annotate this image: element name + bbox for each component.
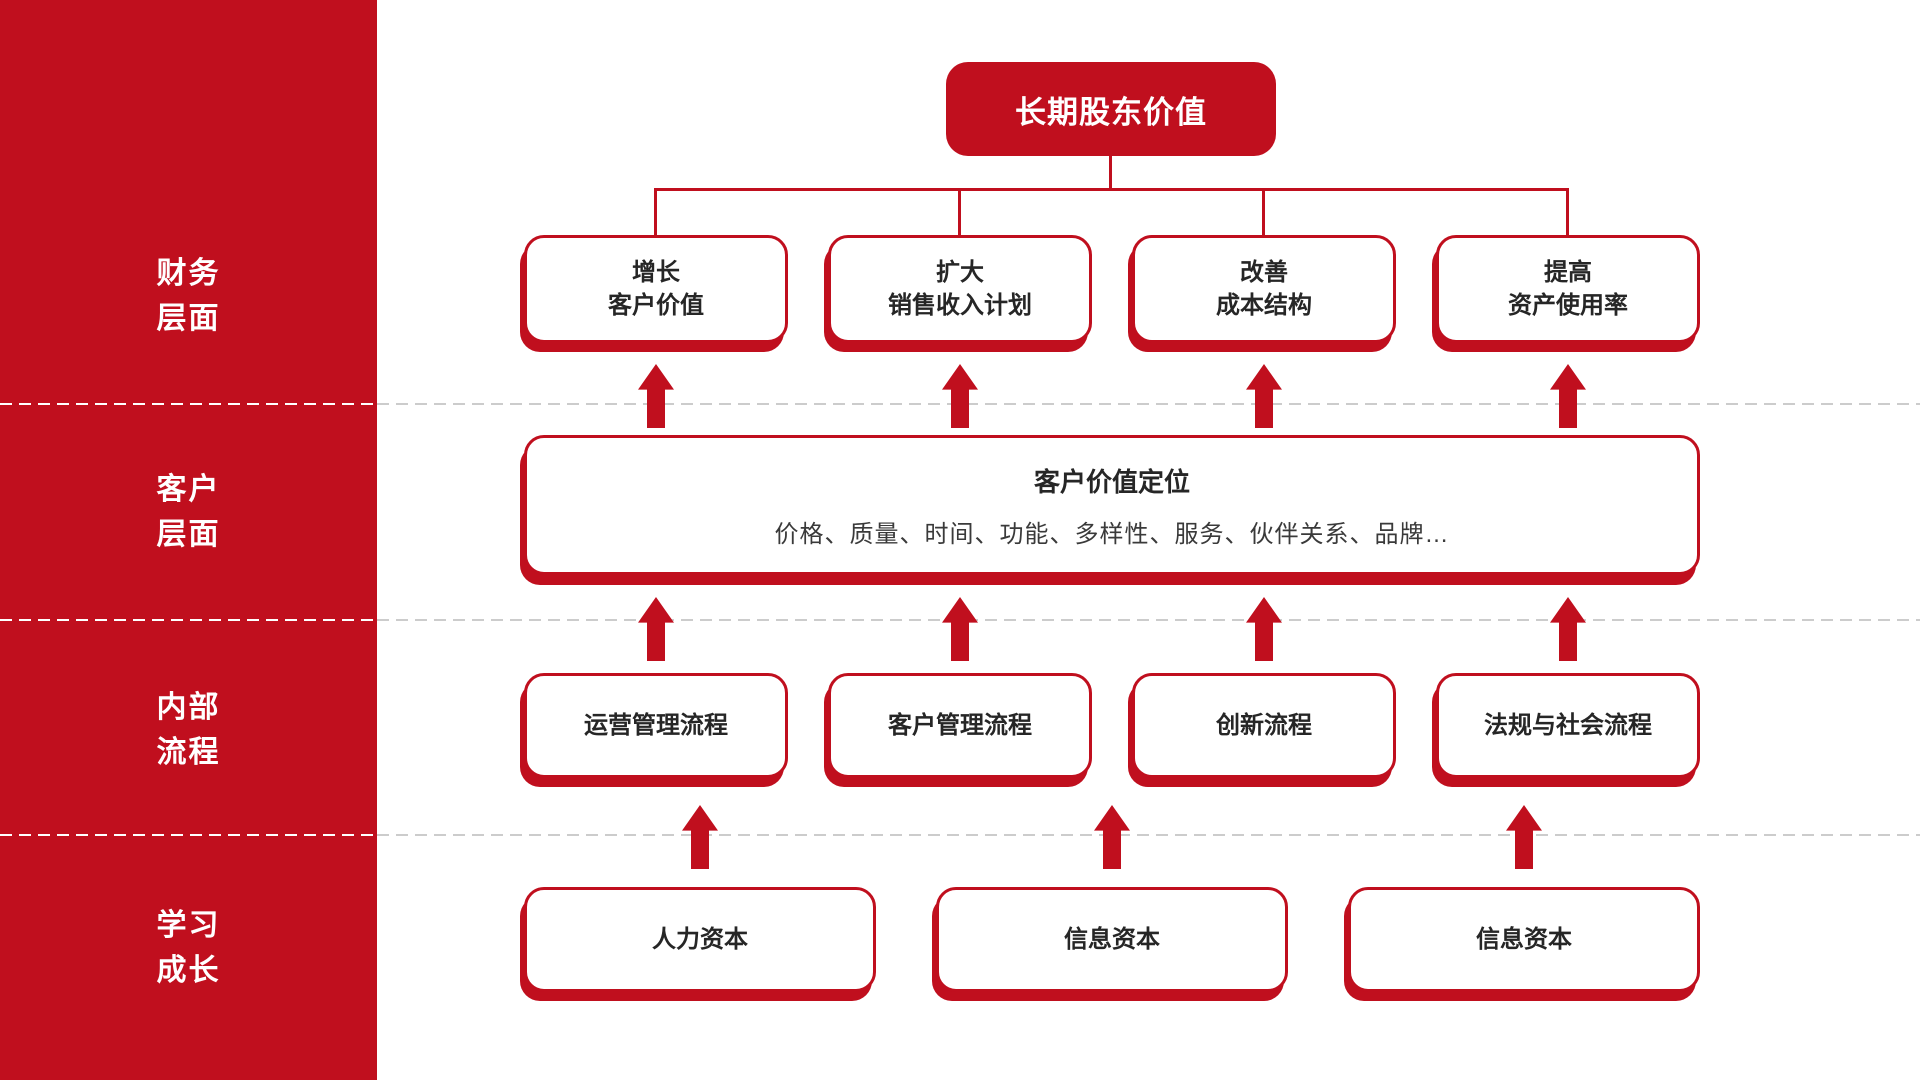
arrow-up-icon — [942, 597, 978, 661]
sidebar-label-learning-line2: 成长 — [156, 954, 221, 987]
node-raise-asset-utilization: 提高 资产使用率 — [1436, 235, 1700, 343]
sidebar-label-internal: 内部 流程 — [0, 685, 377, 775]
node-expand-revenue-plan-line1: 扩大 — [936, 259, 984, 286]
divider-financial-customer-sidebar — [0, 403, 377, 405]
node-grow-customer-value-line1: 增长 — [632, 259, 680, 286]
node-operations-management-process: 运营管理流程 — [524, 673, 788, 778]
sidebar-label-customer-line2: 层面 — [156, 518, 221, 551]
node-improve-cost-structure: 改善 成本结构 — [1132, 235, 1396, 343]
divider-financial-customer — [377, 403, 1920, 405]
arrow-up-icon — [942, 364, 978, 428]
node-customer-management-process: 客户管理流程 — [828, 673, 1092, 778]
divider-customer-internal — [377, 619, 1920, 621]
node-information-capital-2: 信息资本 — [1348, 887, 1700, 992]
node-grow-customer-value: 增长 客户价值 — [524, 235, 788, 343]
node-operations-management-label: 运营管理流程 — [584, 712, 728, 739]
sidebar-label-financial-line1: 财务 — [156, 257, 221, 290]
node-grow-customer-value-line2: 客户价值 — [608, 292, 704, 319]
node-information-capital-1: 信息资本 — [936, 887, 1288, 992]
customer-value-title: 客户价值定位 — [1033, 466, 1190, 497]
node-expand-revenue-plan: 扩大 销售收入计划 — [828, 235, 1092, 343]
sidebar-label-internal-line2: 流程 — [156, 736, 221, 769]
sidebar-label-customer: 客户 层面 — [0, 467, 377, 557]
connector-root-stem — [1109, 154, 1112, 191]
node-innovation-label: 创新流程 — [1216, 712, 1312, 739]
node-customer-value-proposition: 客户价值定位 价格、质量、时间、功能、多样性、服务、伙伴关系、品牌… — [524, 435, 1700, 575]
sidebar-label-learning-line1: 学习 — [156, 909, 221, 942]
node-customer-management-label: 客户管理流程 — [888, 712, 1032, 739]
connector-stub-4 — [1566, 188, 1569, 236]
node-human-capital: 人力资本 — [524, 887, 876, 992]
node-human-capital-label: 人力资本 — [652, 926, 748, 953]
node-regulatory-social-label: 法规与社会流程 — [1484, 712, 1652, 739]
node-innovation-process: 创新流程 — [1132, 673, 1396, 778]
connector-stub-3 — [1262, 188, 1265, 236]
arrow-up-icon — [638, 364, 674, 428]
connector-stub-1 — [654, 188, 657, 236]
sidebar-label-internal-line1: 内部 — [156, 691, 221, 724]
arrow-up-icon — [682, 805, 718, 869]
connector-stub-2 — [958, 188, 961, 236]
arrow-up-icon — [1246, 364, 1282, 428]
node-expand-revenue-plan-line2: 销售收入计划 — [888, 292, 1032, 319]
sidebar-label-learning: 学习 成长 — [0, 903, 377, 993]
root-node-label: 长期股东价值 — [1015, 94, 1207, 130]
root-node-shareholder-value: 长期股东价值 — [946, 62, 1276, 156]
node-improve-cost-structure-line1: 改善 — [1240, 259, 1288, 286]
node-information-capital-1-label: 信息资本 — [1064, 926, 1160, 953]
divider-customer-internal-sidebar — [0, 619, 377, 621]
node-raise-asset-utilization-line1: 提高 — [1544, 259, 1592, 286]
arrow-up-icon — [1094, 805, 1130, 869]
sidebar-label-financial-line2: 层面 — [156, 302, 221, 335]
perspective-sidebar: 财务 层面 客户 层面 内部 流程 学习 成长 — [0, 0, 377, 1080]
node-raise-asset-utilization-line2: 资产使用率 — [1508, 292, 1628, 319]
node-improve-cost-structure-line2: 成本结构 — [1216, 292, 1312, 319]
divider-internal-learning-sidebar — [0, 834, 377, 836]
connector-horizontal-bus — [654, 188, 1569, 191]
node-information-capital-2-label: 信息资本 — [1476, 926, 1572, 953]
arrow-up-icon — [1246, 597, 1282, 661]
divider-internal-learning — [377, 834, 1920, 836]
arrow-up-icon — [1550, 597, 1586, 661]
arrow-up-icon — [1506, 805, 1542, 869]
sidebar-label-customer-line1: 客户 — [156, 473, 221, 506]
sidebar-label-financial: 财务 层面 — [0, 251, 377, 341]
arrow-up-icon — [638, 597, 674, 661]
node-regulatory-social-process: 法规与社会流程 — [1436, 673, 1700, 778]
customer-value-subtitle: 价格、质量、时间、功能、多样性、服务、伙伴关系、品牌… — [774, 520, 1450, 548]
arrow-up-icon — [1550, 364, 1586, 428]
